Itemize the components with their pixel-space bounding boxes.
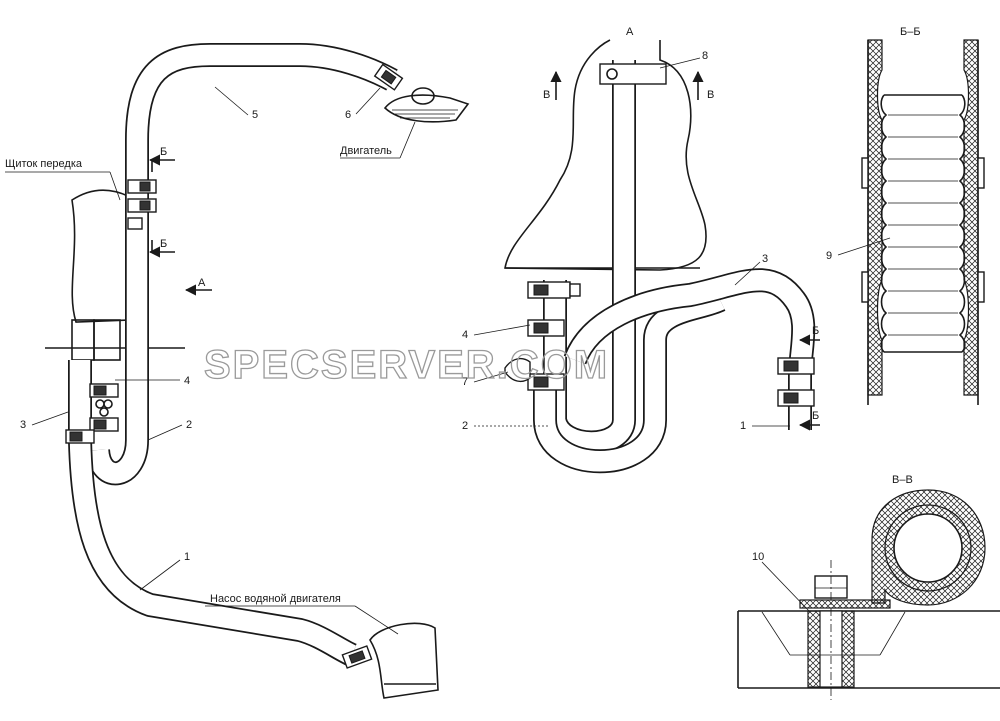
section-bb-title: Б–Б [900, 26, 921, 38]
clamp-tee-top [89, 383, 119, 398]
view-a-clamp-2 [527, 319, 565, 337]
clamp-upper-3 [127, 217, 143, 230]
callout-3-a: 3 [762, 253, 768, 265]
view-arrow-a-label: А [198, 277, 206, 289]
engine-outlet-bulb [411, 87, 435, 105]
leader-7 [473, 371, 509, 383]
clamp-upper-1 [127, 179, 157, 194]
callout-6: 6 [345, 109, 351, 121]
callout-1-a: 1 [740, 420, 746, 432]
callout-7: 7 [462, 376, 468, 388]
clamp-hose-3 [65, 429, 95, 444]
view-a-title: А [626, 26, 634, 38]
corrugated-insert-9 [880, 94, 966, 353]
leader-6 [355, 87, 381, 115]
clamp-tee-bottom [89, 417, 119, 432]
sleeve-block-right [93, 319, 121, 361]
callout-4-main: 4 [184, 375, 190, 387]
callout-3-main: 3 [20, 419, 26, 431]
bracket-8-bolt [606, 68, 618, 80]
leader-5 [214, 86, 249, 116]
section-vv-plate [799, 599, 891, 609]
view-a-hose-2-inner [534, 290, 725, 472]
view-a-clamp-right-1 [777, 357, 815, 375]
leader-nasos-diag [354, 605, 399, 635]
bracket-8 [599, 63, 667, 85]
cut-b-right-bottom-label: Б [812, 410, 819, 422]
leader-3-a [734, 261, 761, 286]
section-bb-wall-right [963, 39, 979, 396]
callout-8: 8 [702, 50, 708, 62]
tee-fitting [95, 399, 113, 417]
main-view: Б Б А Щиток передка 5 6 Двигатель 4 3 2 … [5, 43, 470, 699]
leader-dvigatel-diag [399, 121, 416, 159]
view-a-clamp-right-2 [777, 389, 815, 407]
hose-1-inner [69, 439, 357, 665]
section-vv-diag-l [761, 611, 791, 656]
cut-label-b-lower: Б [160, 238, 167, 250]
view-a-hose-3-inner [565, 269, 814, 376]
cut-v-left-label: В [543, 89, 550, 101]
leader-1-main [139, 559, 181, 591]
view-a-clamp-1 [527, 281, 581, 299]
callout-2-main: 2 [186, 419, 192, 431]
leader-schitok-diag [109, 171, 121, 201]
section-bb-tab-l1 [861, 157, 869, 189]
clamp-6 [373, 63, 404, 91]
view-a-panel [504, 39, 707, 271]
leader-10 [761, 561, 811, 613]
leader-2-main [147, 424, 183, 441]
engine-outlet-fins [392, 109, 458, 119]
leader-3-main [31, 411, 69, 426]
leader-4-a [473, 324, 531, 336]
cut-v-right-label: В [707, 89, 714, 101]
section-vv-diag-r [879, 611, 906, 656]
front-panel-outline [71, 189, 131, 323]
label-nasos: Насос водяной двигателя [210, 593, 341, 605]
watermark: SPECSERVER.COM [204, 343, 609, 387]
section-bb-tab-r2 [977, 271, 985, 303]
hose-5-inner [126, 44, 397, 430]
leader-9 [837, 237, 891, 256]
sleeve-block-left [71, 319, 95, 361]
clamp-pump [341, 645, 373, 669]
view-a-clamp-3 [527, 373, 565, 391]
callout-10: 10 [752, 551, 764, 563]
section-bb-wall-left [867, 39, 883, 396]
section-vv-title: В–В [892, 474, 913, 486]
callout-9: 9 [826, 250, 832, 262]
tee-7 [504, 357, 531, 383]
label-schitok: Щиток передка [5, 158, 83, 170]
callout-1-main: 1 [184, 551, 190, 563]
section-vv-tube-inner [893, 513, 963, 583]
section-vv: В–В 10 [737, 474, 1000, 700]
view-a: А [462, 26, 820, 474]
cut-b-right-top-label: Б [812, 325, 819, 337]
callout-4-a: 4 [462, 329, 468, 341]
callout-2-a: 2 [462, 420, 468, 432]
water-pump-outline [369, 622, 439, 699]
leader-8 [659, 57, 701, 69]
section-bb-tab-l2 [861, 271, 869, 303]
section-bb-tab-r1 [977, 157, 985, 189]
label-dvigatel: Двигатель [340, 145, 392, 157]
cut-label-b-upper: Б [160, 146, 167, 158]
section-vv-tube-wall [884, 504, 972, 592]
section-bb: Б–Б 9 [826, 26, 985, 405]
callout-5: 5 [252, 109, 258, 121]
clamp-upper-2 [127, 198, 157, 213]
hose-2-inner [87, 360, 148, 484]
